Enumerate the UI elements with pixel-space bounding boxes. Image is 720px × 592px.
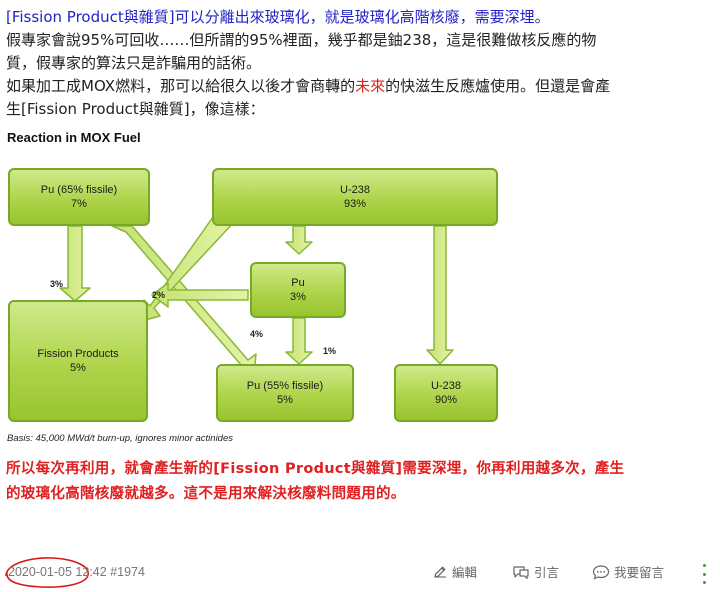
conclusion-line: 的玻璃化高階核廢就越多。這不是用來解決核廢料問題用的。 (6, 486, 406, 502)
post-text-segment: 如果加工成MOX燃料，那可以給很久以後才會商轉的 (6, 77, 356, 95)
box-u238-input: U-238 93% (212, 168, 498, 226)
diagram-basis-note: Basis: 45,000 MWd/t burn-up, ignores min… (7, 433, 233, 444)
post-line: [Fission Product與雜質]可以分離出來玻璃化，就是玻璃化高階核廢，… (6, 8, 550, 26)
box-value: 5% (70, 362, 86, 374)
highlight-text: 未來 (355, 77, 386, 95)
box-value: 7% (71, 198, 87, 210)
flow-label-pu-mid-to-pu55: 1% (323, 346, 337, 356)
post-line: 假專家會說95%可回收……但所謂的95%裡面，幾乎都是鈾238，這是很難做核反應… (6, 31, 597, 49)
box-label: Pu (55% fissile) (246, 380, 324, 392)
box-label: U-238 (340, 184, 370, 196)
flow-arrow (151, 282, 249, 308)
mox-fuel-diagram: Reaction in MOX Fuel Pu (65% fissile) 7%… (4, 128, 500, 450)
more-icon[interactable] (696, 564, 712, 584)
flow-arrow (285, 225, 313, 255)
flow-arrow (59, 225, 91, 302)
post-body: [Fission Product與雜質]可以分離出來玻璃化，就是玻璃化高階核廢，… (6, 6, 716, 121)
post-text-segment: 的快滋生反應爐使用。但還是會產 (385, 77, 611, 95)
flow-arrow (426, 225, 454, 365)
conclusion-line: 所以每次再利用，就會產生新的[Fission Product與雜質]需要深埋，你… (6, 461, 625, 477)
flow-label-u-to-fp: 4% (250, 329, 264, 339)
comment-icon (592, 564, 610, 580)
box-pu-65-fissile: Pu (65% fissile) 7% (8, 168, 150, 226)
edit-button[interactable]: 編輯 (432, 562, 477, 581)
box-value: 90% (434, 394, 458, 406)
box-value: 5% (277, 394, 293, 406)
box-label: U-238 (431, 380, 461, 392)
post-timestamp: 2020-01-05 12:42 #1974 (8, 565, 145, 579)
flow-arrow (285, 317, 313, 365)
flow-arrow (137, 209, 235, 323)
quote-label: 引言 (534, 565, 560, 580)
post-line: 如果加工成MOX燃料，那可以給很久以後才會商轉的未來的快滋生反應爐使用。但還是會… (6, 75, 716, 98)
post-line: 生[Fission Product與雜質]，像這樣： (6, 100, 265, 118)
box-label: Fission Products (37, 348, 119, 360)
box-pu-intermediate: Pu 3% (250, 262, 346, 318)
flow-label-pu-to-fp: 3% (50, 279, 64, 289)
box-label: Pu (65% fissile) (40, 184, 118, 196)
box-label: Pu (291, 277, 305, 289)
reply-button[interactable]: 我要留言 (592, 562, 664, 581)
box-u238-output: U-238 90% (394, 364, 498, 422)
flow-arrows (59, 209, 454, 377)
conclusion-text: 所以每次再利用，就會產生新的[Fission Product與雜質]需要深埋，你… (6, 457, 718, 507)
box-value: 93% (343, 198, 367, 210)
box-value: 3% (290, 291, 306, 303)
edit-label: 編輯 (452, 565, 478, 580)
post-footer: 2020-01-05 12:42 #1974 編輯 引言 我要留言 (0, 552, 720, 592)
red-annotation-circle (5, 557, 89, 588)
box-fission-products: Fission Products 5% (8, 300, 148, 422)
box-pu-55-fissile: Pu (55% fissile) 5% (216, 364, 354, 422)
quote-button[interactable]: 引言 (512, 562, 559, 581)
pencil-icon (434, 566, 446, 578)
quote-icon (513, 565, 529, 579)
diagram-title: Reaction in MOX Fuel (7, 130, 141, 145)
flow-label-pu-to-pu55: 2% (152, 290, 166, 300)
reply-label: 我要留言 (614, 565, 665, 580)
post-line: 質，假專家的算法只是詐騙用的話術。 (6, 54, 262, 72)
